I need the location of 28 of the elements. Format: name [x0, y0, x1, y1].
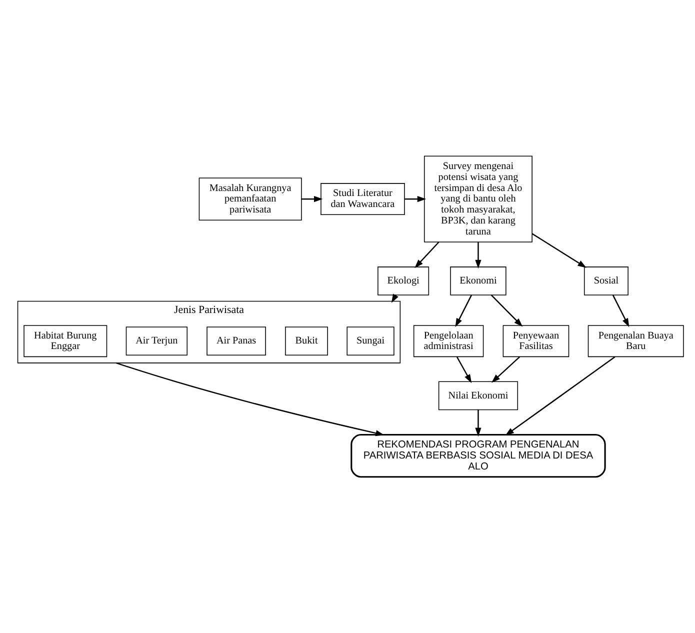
node-box: Studi Literatur dan Wawancara [320, 183, 405, 216]
arrow [505, 356, 616, 436]
arrow [404, 196, 426, 202]
node-box: Air Panas [206, 326, 266, 356]
node-box: Pengelolaan administrasi [413, 325, 484, 358]
arrow [301, 196, 323, 202]
node-box: Nilai Ekonomi [438, 381, 518, 410]
node-box: Air Terjun [126, 326, 188, 356]
arrow [612, 294, 630, 328]
node-box: Survey mengenai potensi wisata yang tersimpan di desa Alo yang di bantu oleh tokoh masyarakat, BP3K, dan karang taruna [424, 156, 532, 242]
node-box: Sosial [584, 266, 628, 296]
arrow [490, 294, 523, 327]
arrow [475, 242, 482, 269]
node-box: Penyewaan Fasilitas [502, 325, 570, 358]
arrow [455, 294, 472, 328]
node-box: Ekonomi [450, 266, 506, 296]
node-box: Pengenalan Buaya Baru [588, 325, 684, 358]
arrow [532, 233, 586, 268]
arrow [414, 242, 440, 268]
arrow [116, 362, 384, 436]
node-box: Masalah Kurangnya pemanfaatan pariwisata [198, 178, 302, 220]
node-box: Bukit [285, 326, 328, 356]
node-box: REKOMENDASI PROGRAM PENGENALAN PARIWISATA BERBASIS SOSIAL MEDIA DI DESA ALO [350, 434, 606, 478]
arrow [492, 356, 520, 383]
arrow [456, 356, 472, 384]
node-box: Sungai [346, 326, 394, 356]
node-box: Habitat Burung Enggar [24, 325, 108, 358]
arrow [475, 410, 482, 437]
